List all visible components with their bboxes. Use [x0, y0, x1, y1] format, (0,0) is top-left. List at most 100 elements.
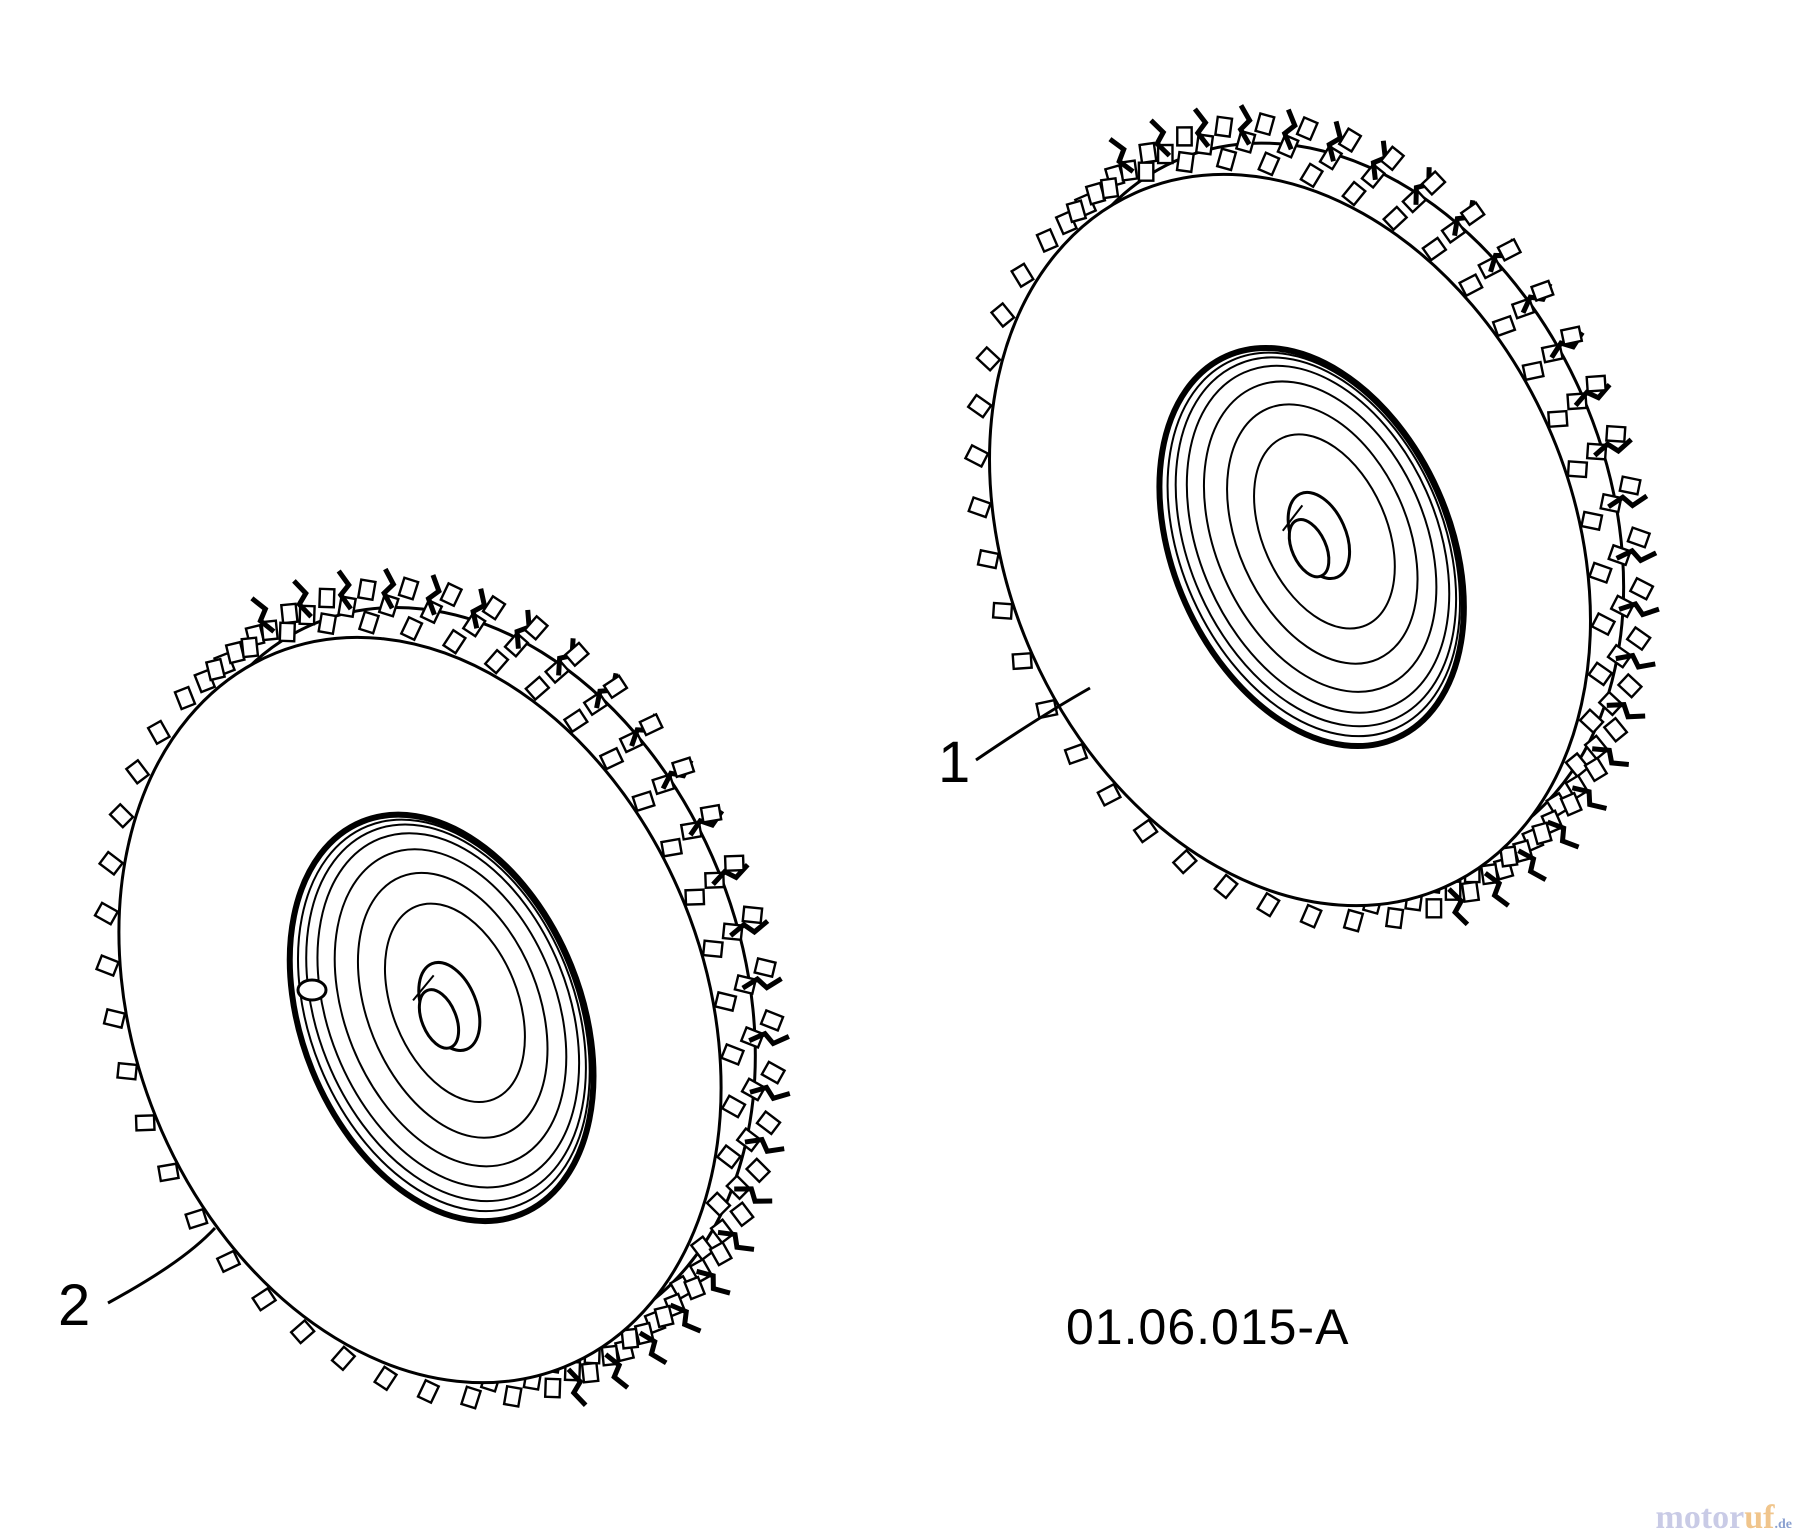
- tread-lug: [459, 1385, 483, 1410]
- tread-chevron: [1483, 871, 1510, 908]
- tread-lug: [719, 1042, 746, 1066]
- tread-chevron: [1606, 702, 1646, 720]
- rim-ring: [383, 902, 526, 1103]
- tread-lug: [156, 1162, 180, 1183]
- tread-chevron: [1546, 819, 1580, 850]
- tread-lug: [744, 1157, 772, 1184]
- tread-lug: [729, 1201, 755, 1228]
- tread-lug: [683, 1275, 707, 1301]
- tread-lug: [240, 636, 260, 659]
- tread-chevron: [1517, 848, 1547, 882]
- tread-lug: [1011, 651, 1033, 671]
- tread-lug: [278, 621, 297, 643]
- rim-ring: [356, 871, 549, 1139]
- tread-lug: [701, 939, 724, 959]
- tread-lug: [1587, 661, 1614, 687]
- tread-lug: [1531, 821, 1553, 846]
- wheel-part-2[interactable]: [0, 463, 913, 1523]
- tread-lug: [1257, 151, 1281, 177]
- tread-lug: [713, 990, 738, 1013]
- tread-chevron: [744, 1136, 785, 1154]
- tread-lug: [1035, 227, 1059, 254]
- axle-bore: [417, 988, 461, 1050]
- tread-chevron: [749, 1084, 791, 1102]
- tread-lug: [1176, 126, 1193, 147]
- tread-lug: [976, 548, 1000, 570]
- tread-chevron: [1237, 104, 1253, 146]
- hub-edge: [412, 974, 435, 1001]
- tread-lug: [1299, 903, 1323, 929]
- tread-lug: [1460, 880, 1481, 904]
- tread-lug: [1602, 716, 1629, 743]
- tread-chevron: [695, 1268, 731, 1296]
- tread-lug: [975, 345, 1002, 372]
- callout-label-1: 1: [938, 730, 971, 795]
- rim-ring: [1226, 403, 1419, 665]
- tread-lug: [1457, 272, 1484, 298]
- tread-chevron: [470, 588, 488, 629]
- tread-lug: [1254, 112, 1276, 137]
- tread-lug: [1096, 782, 1123, 808]
- tread-lug: [146, 719, 172, 746]
- tread-lug: [563, 641, 591, 668]
- tread-lug: [580, 1361, 600, 1384]
- tread-lug: [439, 581, 464, 608]
- tread-lug: [317, 612, 338, 636]
- tread-lug: [1341, 180, 1367, 207]
- tread-lug: [1384, 906, 1405, 930]
- tread-lug: [1099, 176, 1120, 200]
- tread-lug: [1564, 751, 1591, 779]
- tread-lug: [723, 854, 745, 872]
- tread-chevron: [1370, 140, 1388, 181]
- tread-lug: [543, 1377, 562, 1399]
- tread-lug: [1618, 475, 1642, 496]
- tread-lug: [483, 648, 510, 675]
- watermark-logo: motoruf.de: [1656, 1501, 1792, 1535]
- tread-chevron: [1571, 785, 1608, 811]
- tread-chevron: [741, 975, 783, 991]
- hub-edge: [1281, 504, 1304, 532]
- tread-lug: [966, 393, 993, 419]
- tread-lug: [1065, 199, 1088, 224]
- tread-chevron: [734, 1186, 773, 1204]
- rim-ring: [305, 823, 587, 1203]
- tread-lug: [250, 1286, 278, 1312]
- watermark-part-a: motor: [1655, 1499, 1745, 1536]
- tread-lug: [97, 850, 125, 877]
- tread-lug: [1295, 115, 1320, 142]
- axle-bore: [1287, 518, 1331, 579]
- tread-lug: [963, 443, 990, 469]
- watermark-part-b: uf: [1744, 1499, 1775, 1536]
- tread-chevron: [381, 567, 397, 610]
- tread-chevron: [514, 609, 532, 649]
- tread-chevron: [425, 574, 442, 616]
- tread-lug: [715, 1143, 743, 1170]
- tread-lug: [102, 1007, 127, 1030]
- tread-chevron: [669, 1302, 702, 1334]
- tread-lug: [1590, 611, 1617, 637]
- tread-lug: [689, 1234, 716, 1262]
- tread-lug: [357, 610, 381, 635]
- tread-lug: [1421, 236, 1448, 262]
- wheel-part-1[interactable]: [833, 0, 1787, 1051]
- tread-lug: [204, 657, 227, 682]
- tread-lug: [524, 675, 551, 702]
- tread-lug: [602, 674, 629, 700]
- tread-chevron: [1615, 547, 1658, 564]
- tread-lug: [638, 712, 664, 737]
- tread-lug: [755, 1109, 782, 1136]
- tread-lug: [1063, 742, 1089, 766]
- tread-lug: [1499, 845, 1519, 868]
- tread-lug: [1587, 561, 1613, 585]
- tread-lug: [1496, 237, 1523, 263]
- rim-ring: [1166, 351, 1461, 738]
- tread-lug: [502, 1384, 523, 1408]
- tread-chevron: [638, 1330, 668, 1366]
- tread-lug: [1420, 169, 1447, 197]
- tread-lug: [1559, 791, 1583, 817]
- tread-chevron: [1607, 493, 1649, 509]
- tread-lug: [289, 1318, 316, 1345]
- tread-lug: [1583, 756, 1609, 783]
- tread-chevron: [1591, 746, 1630, 767]
